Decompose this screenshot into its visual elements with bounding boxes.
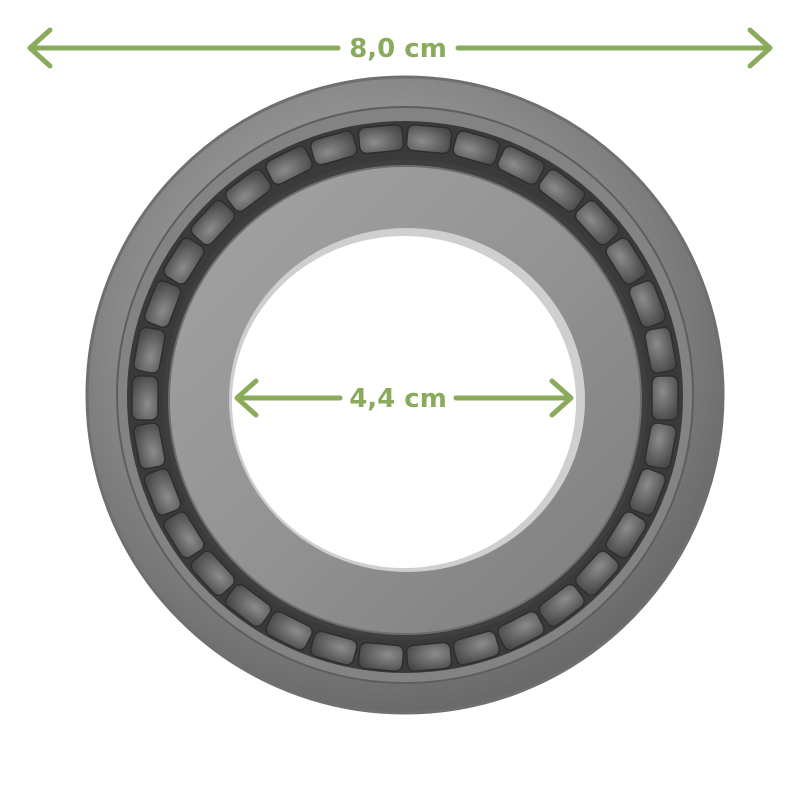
outer-arrow-head-right [747,27,773,69]
outer-dimension-arrow [27,27,773,69]
roller [132,422,166,470]
roller [452,130,501,166]
roller [605,237,647,285]
outer-diameter-label: 8,0 cm [349,34,447,64]
roller [265,145,313,186]
roller [224,168,272,213]
roller-set [131,123,679,673]
roller [131,375,159,421]
roller [309,630,358,666]
roller [497,610,545,651]
roller [452,630,501,666]
roller [163,237,205,285]
roller [265,610,313,651]
roller [132,326,166,374]
roller [538,168,586,213]
roller [143,280,182,329]
roller [190,550,236,597]
roller [405,123,453,155]
outer-arrow-head-left [27,27,53,69]
roller [224,583,272,628]
roller [143,467,182,516]
roller [605,511,647,559]
roller [357,641,405,673]
roller [538,583,586,628]
roller [574,550,620,597]
roller [190,199,236,246]
roller [628,280,667,329]
roller [644,422,678,470]
inner-arrow-head-right [549,378,574,418]
inner-diameter-label: 4,4 cm [349,384,447,414]
roller [357,123,405,155]
roller [163,511,205,559]
inner-arrow-head-left [234,378,259,418]
roller [497,145,545,186]
roller [309,130,358,166]
roller [574,199,620,246]
bore [232,236,576,568]
roller [405,641,453,673]
inner-dimension-arrow [234,378,574,418]
roller [644,326,678,374]
roller [651,375,679,421]
roller [628,467,667,516]
